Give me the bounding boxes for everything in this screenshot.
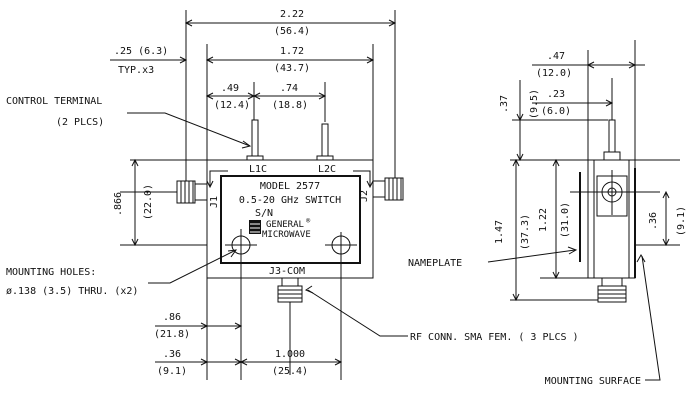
- side-height-in: .866: [113, 192, 124, 216]
- side-height-mm: (22.0): [143, 184, 154, 220]
- overall-width-in: 2.22: [280, 9, 304, 20]
- body-height-mm: (31.0): [560, 202, 571, 238]
- terminal-1-mm: (12.4): [214, 100, 250, 111]
- nameplate-freq: 0.5-20 GHz SWITCH: [239, 195, 341, 206]
- hole-to-edge-in: .36: [163, 349, 181, 360]
- label-j1: J1: [209, 196, 220, 208]
- total-height-mm: (37.3): [520, 214, 531, 250]
- label-l2c: L2C: [318, 164, 336, 175]
- dim-typ-offset: .25 (6.3) TYP.x3: [110, 46, 230, 76]
- control-pin-1: [251, 119, 259, 161]
- terminal-2-mm: (18.8): [272, 100, 308, 111]
- depth-inner-in: .23: [547, 89, 565, 100]
- control-pin-2: [321, 123, 329, 161]
- dim-terminal-positions: .49 (12.4) .74 (18.8): [205, 82, 327, 122]
- port-spacing-in: 1.000: [275, 349, 305, 360]
- conn-height-mm: (9.1): [676, 206, 687, 236]
- depth-inner-mm: (6.0): [541, 106, 571, 117]
- control-terminal-plcs: (2 PLCS): [56, 117, 104, 128]
- body-width-mm: (43.7): [274, 63, 310, 74]
- front-view: MODEL 2577 0.5-20 GHz SWITCH S/N GENERAL…: [120, 119, 404, 380]
- brand-microwave: MICROWAVE: [262, 230, 311, 240]
- depth-in: .47: [547, 51, 565, 62]
- connector-j2: [372, 177, 404, 201]
- terminal-1-in: .49: [221, 83, 239, 94]
- connector-j3: [277, 277, 303, 303]
- terminal-height-in: .37: [499, 95, 510, 113]
- depth-mm: (12.0): [536, 68, 572, 79]
- body-width-in: 1.72: [280, 46, 304, 57]
- dim-overall-width: 2.22 (56.4): [184, 9, 397, 190]
- overall-width-mm: (56.4): [274, 26, 310, 37]
- connector-j1: [176, 180, 208, 204]
- hole-to-edge-mm: (9.1): [157, 366, 187, 377]
- mounting-surface-callout: MOUNTING SURFACE: [545, 253, 661, 387]
- dim-hole-offset: .86 (21.8): [154, 278, 243, 380]
- control-terminal-callout: CONTROL TERMINAL (2 PLCS): [6, 96, 252, 149]
- conn-height-in: .36: [648, 212, 659, 230]
- nameplate-label: NAMEPLATE: [408, 258, 462, 269]
- nameplate-callout: NAMEPLATE: [408, 246, 578, 269]
- dim-hole-to-edge: .36 (9.1) 1.000 (25.4): [155, 349, 343, 377]
- hole-offset-mm: (21.8): [154, 329, 190, 340]
- nameplate-panel: [220, 175, 361, 264]
- nameplate-sn: S/N: [255, 208, 273, 219]
- dim-body-width: 1.72 (43.7): [205, 44, 375, 160]
- terminal-2-in: .74: [280, 83, 298, 94]
- mounting-holes-label: MOUNTING HOLES:: [6, 267, 96, 278]
- dim-side-height: .866 (22.0): [113, 158, 154, 247]
- control-terminal-label: CONTROL TERMINAL: [6, 96, 102, 107]
- mounting-surface-label: MOUNTING SURFACE: [545, 376, 641, 387]
- terminal-height-mm: (9.5): [529, 89, 540, 119]
- brand-general: GENERAL: [266, 220, 304, 230]
- rf-conn-label: RF CONN. SMA FEM. ( 3 PLCS ): [410, 332, 579, 343]
- hole-offset-in: .86: [163, 312, 181, 323]
- mounting-holes-callout: MOUNTING HOLES: ø.138 (3.5) THRU. (x2): [6, 249, 238, 297]
- side-view: .47 (12.0) .23 (6.0) .37 (9.5): [494, 40, 687, 303]
- label-j3-com: J3-COM: [269, 266, 305, 277]
- label-l1c: L1C: [249, 164, 267, 175]
- rf-conn-callout: RF CONN. SMA FEM. ( 3 PLCS ): [304, 285, 579, 343]
- general-microwave-logo: GENERAL ® MICROWAVE: [249, 217, 311, 240]
- mounting-holes-spec: ø.138 (3.5) THRU. (x2): [6, 286, 138, 297]
- typ-offset-note: TYP.x3: [118, 65, 154, 76]
- body-height-in: 1.22: [538, 208, 549, 232]
- nameplate-model: MODEL 2577: [260, 181, 320, 192]
- label-j2: J2: [359, 190, 370, 202]
- port-spacing-mm: (25.4): [272, 366, 308, 377]
- brand-registered: ®: [306, 217, 311, 225]
- typ-offset-value: .25 (6.3): [114, 46, 168, 57]
- total-height-in: 1.47: [494, 220, 505, 244]
